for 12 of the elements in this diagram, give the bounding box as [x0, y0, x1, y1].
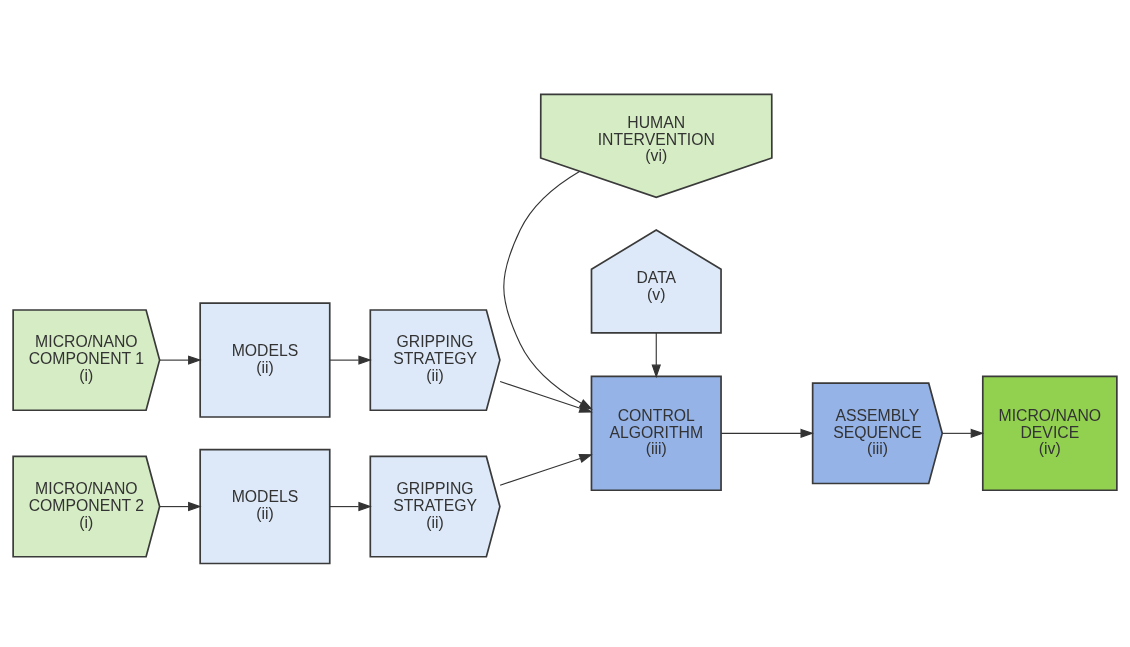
- arrow: [499, 454, 593, 486]
- node-box: MODELS (ii): [199, 302, 331, 418]
- node-box: CONTROL ALGORITHM (iii): [590, 375, 722, 492]
- arrow: [159, 355, 202, 365]
- arrow: [941, 428, 985, 439]
- arrow: [159, 501, 202, 512]
- arrow: [329, 501, 372, 512]
- arrow: [720, 428, 815, 439]
- node-box: MICRO/NANO DEVICE (iv): [981, 375, 1118, 492]
- node-box: MODELS (ii): [199, 448, 331, 565]
- arrow: [329, 355, 372, 365]
- arrow: [651, 332, 661, 379]
